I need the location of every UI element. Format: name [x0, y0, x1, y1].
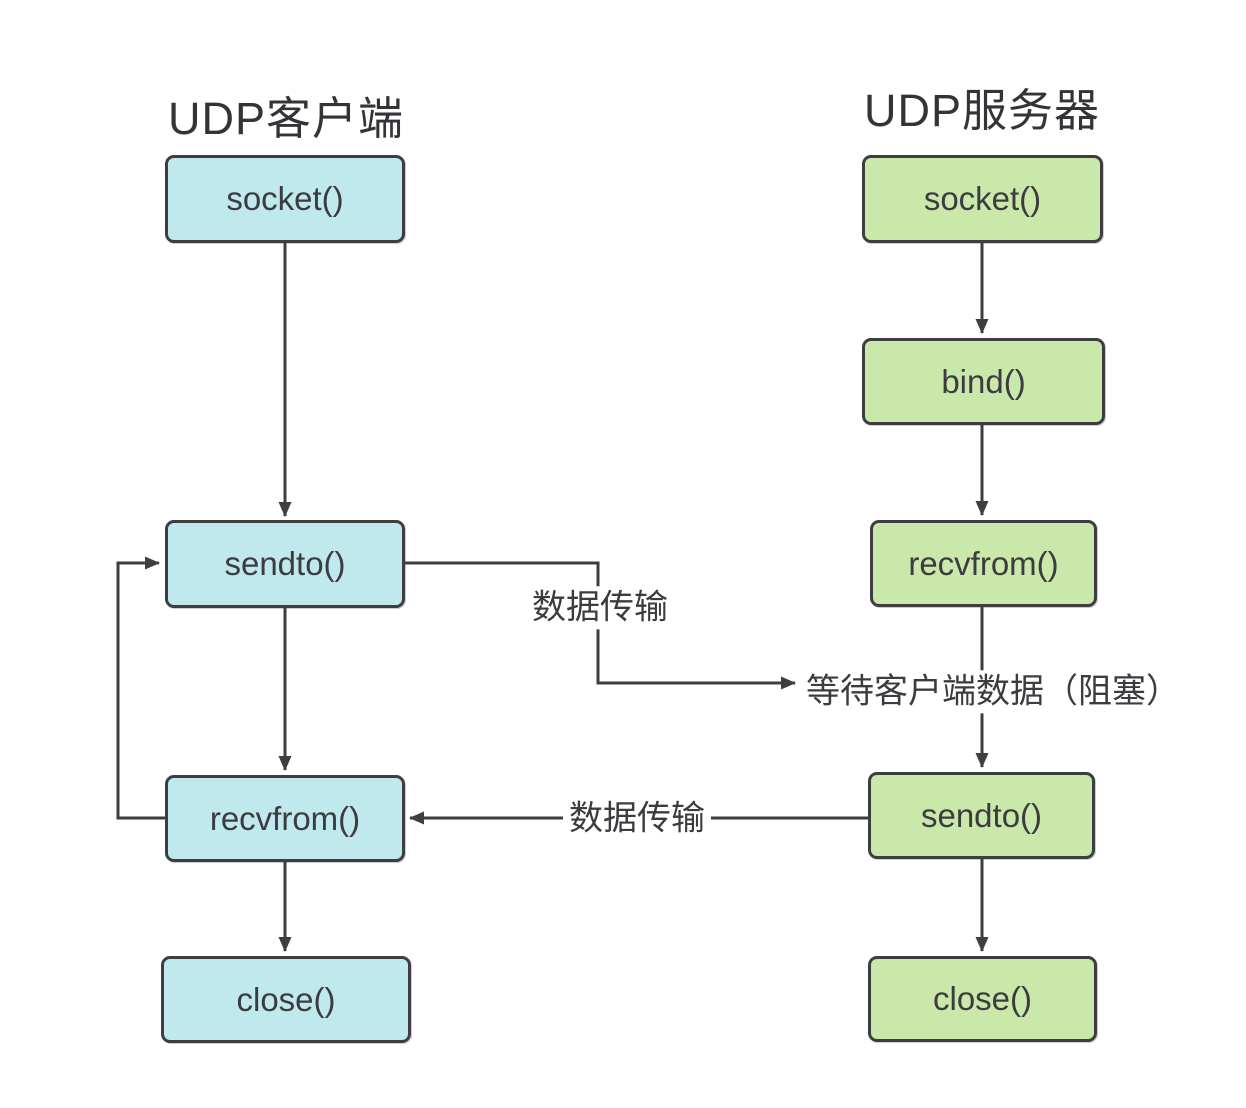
- edge-label-data-transfer-top: 数据传输: [526, 586, 674, 630]
- node-client-socket: socket(): [165, 155, 405, 243]
- server-column-title: UDP服务器: [863, 85, 1100, 136]
- node-server-bind: bind(): [862, 338, 1105, 425]
- node-server-close: close(): [868, 956, 1097, 1042]
- edge-client-loop-back: [116, 556, 165, 820]
- node-server-sendto: sendto(): [868, 772, 1095, 859]
- node-server-socket: socket(): [862, 155, 1103, 243]
- edge-label-wait-blocking: 等待客户端数据（阻塞）: [800, 670, 1186, 714]
- node-client-sendto: sendto(): [165, 520, 405, 608]
- edge-label-data-transfer-bottom: 数据传输: [563, 797, 711, 841]
- client-column-title: UDP客户端: [167, 93, 404, 144]
- node-client-recvfrom: recvfrom(): [165, 775, 405, 862]
- node-client-close: close(): [161, 956, 411, 1043]
- node-server-recvfrom: recvfrom(): [870, 520, 1097, 607]
